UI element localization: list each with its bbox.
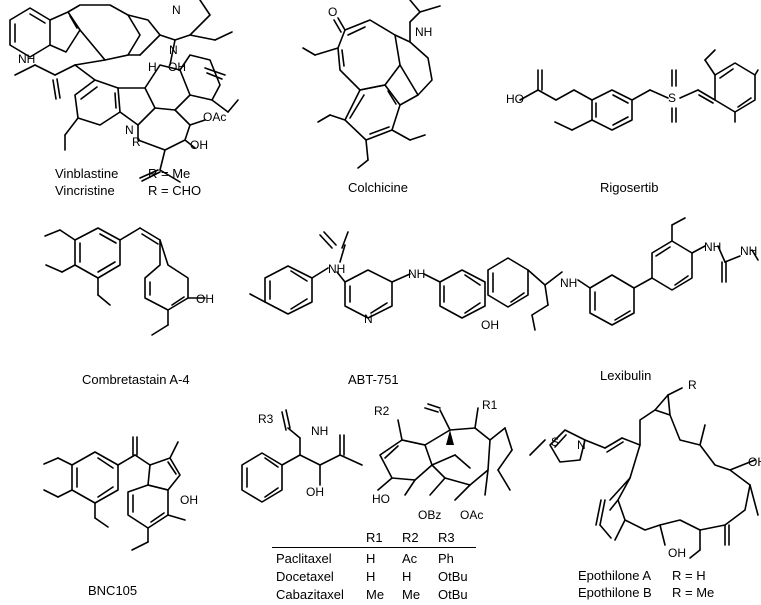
rigosertib-ho-label: HO xyxy=(506,92,524,106)
lexibulin-nh2-label: NH xyxy=(704,240,722,254)
epothilone-a-r: R = H xyxy=(672,568,706,583)
epothilone-a-name: Epothilone A xyxy=(578,568,652,583)
table-header-r1: R1 xyxy=(366,530,383,545)
vinblastine-h-label: H xyxy=(148,60,157,74)
colchicine-nh-label: NH xyxy=(415,25,433,39)
rigosertib-name: Rigosertib xyxy=(600,180,659,195)
taxane-r2-label: R2 xyxy=(374,404,390,418)
epothilone-structure xyxy=(529,387,759,559)
abt751-structure xyxy=(249,231,486,319)
taxane-structure xyxy=(241,403,513,503)
vinblastine-r-label: R xyxy=(132,135,141,149)
vincristine-r: R = CHO xyxy=(148,183,202,198)
vincristine-name: Vincristine xyxy=(55,183,115,198)
vinblastine-nh-label: NH xyxy=(18,52,36,66)
vinblastine-oh2-label: OH xyxy=(190,138,208,152)
taxane-r1-label: R1 xyxy=(482,398,498,412)
table-row-r1: Me xyxy=(366,587,385,602)
abt751-n-label: N xyxy=(364,312,373,326)
vinblastine-structure xyxy=(9,0,239,183)
taxane-oh-label: OH xyxy=(306,485,324,499)
abt751-nh-label: NH xyxy=(328,262,346,276)
combretastatin-structure xyxy=(44,227,206,336)
bnc105-structure xyxy=(43,436,186,551)
colchicine-o-label: O xyxy=(328,5,338,19)
table-row-name: Docetaxel xyxy=(276,569,334,584)
epothilone-n-label: N xyxy=(577,438,586,452)
colchicine-structure xyxy=(302,0,441,169)
taxane-obz-label: OBz xyxy=(418,508,442,522)
table-rule xyxy=(272,547,476,548)
combretastatin-oh-label: OH xyxy=(196,292,214,306)
epothilone-oh2-label: OH xyxy=(668,546,686,560)
lexibulin-name: Lexibulin xyxy=(600,368,652,383)
vinblastine-oh-label: OH xyxy=(168,60,186,74)
rigosertib-structure xyxy=(519,49,759,131)
table-row-name: Cabazitaxel xyxy=(276,587,344,602)
epothilone-oh-label: OH xyxy=(748,455,761,469)
vinblastine-r: R = Me xyxy=(148,166,191,181)
epothilone-b-r: R = Me xyxy=(672,585,715,600)
lexibulin-structure xyxy=(487,217,759,331)
vinblastine-name: Vinblastine xyxy=(55,166,119,181)
epothilone-b-name: Epothilone B xyxy=(578,585,652,600)
table-row-r2: Ac xyxy=(402,551,418,566)
epothilone-s-label: S xyxy=(551,435,560,449)
vinblastine-n2-label: N xyxy=(169,43,178,57)
abt751-nh2-label: NH xyxy=(408,267,426,281)
table-row-r3: OtBu xyxy=(438,587,468,602)
taxane-nh-label: NH xyxy=(311,424,329,438)
colchicine-name: Colchicine xyxy=(348,180,408,195)
taxane-oac-label: OAc xyxy=(460,508,484,522)
table-row-r2: Me xyxy=(402,587,421,602)
vinblastine-n3-label: N xyxy=(125,123,134,137)
vinblastine-n-label: N xyxy=(172,3,181,17)
table-header-r3: R3 xyxy=(438,530,455,545)
table-row-r1: H xyxy=(366,551,376,566)
table-row-name: Paclitaxel xyxy=(276,551,332,566)
table-row-r3: Ph xyxy=(438,551,454,566)
abt751-name: ABT-751 xyxy=(348,372,399,387)
taxane-ho-label: HO xyxy=(372,492,390,506)
abt751-oh-label: OH xyxy=(481,318,499,332)
rigosertib-s-label: S xyxy=(668,91,677,105)
vinblastine-oac-label: OAc xyxy=(203,110,227,124)
lexibulin-nh3-label: NH xyxy=(740,244,758,258)
epothilone-r-label: R xyxy=(688,378,697,392)
lexibulin-nh-label: NH xyxy=(560,276,578,290)
table-header-r2: R2 xyxy=(402,530,419,545)
bnc105-oh-label: OH xyxy=(180,493,198,507)
combretastatin-name: Combretastain A-4 xyxy=(82,372,190,387)
table-row-r3: OtBu xyxy=(438,569,468,584)
taxane-r3-label: R3 xyxy=(258,412,274,426)
table-row-r1: H xyxy=(366,569,376,584)
bnc105-name: BNC105 xyxy=(88,583,138,598)
table-row-r2: H xyxy=(402,569,412,584)
